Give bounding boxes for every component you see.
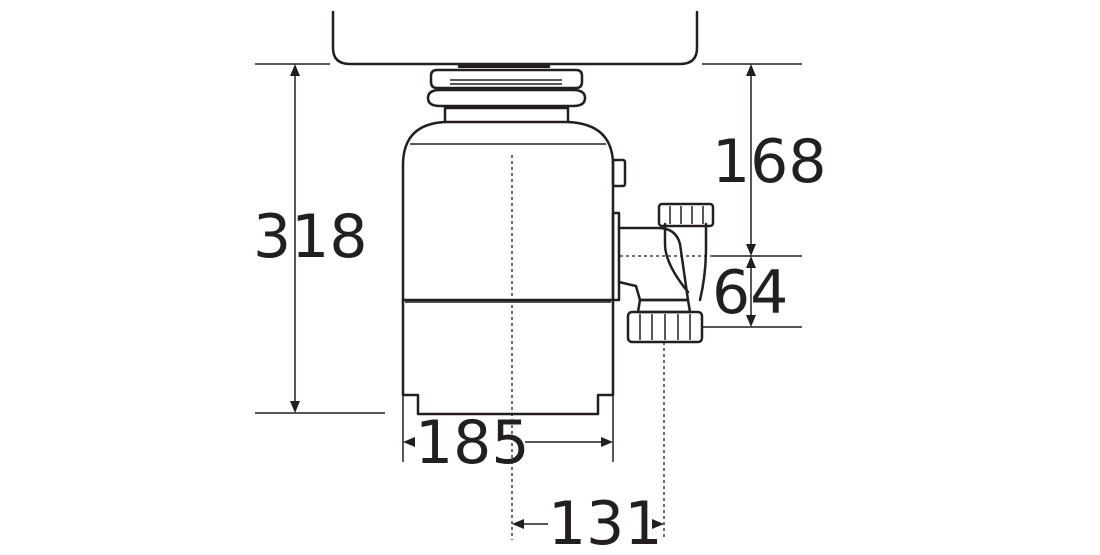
dim-center-to-outlet: 131 xyxy=(512,489,664,555)
dim-body-diameter: 185 xyxy=(403,408,613,478)
side-switch xyxy=(611,158,627,188)
outlet-stub xyxy=(611,211,621,302)
dim-inlet-to-outlet: 168 xyxy=(712,64,827,256)
dim-label-318: 318 xyxy=(253,202,368,272)
dim-label-168: 168 xyxy=(712,127,827,197)
sink-bowl xyxy=(331,10,699,66)
disposer-lower-body xyxy=(401,298,615,416)
disposer-upper-body xyxy=(401,120,615,302)
dim-label-131: 131 xyxy=(548,489,663,555)
dim-label-185: 185 xyxy=(415,408,530,478)
dim-outlet-offset: 64 xyxy=(712,256,788,328)
dim-overall-height: 318 xyxy=(253,64,368,413)
dim-label-64: 64 xyxy=(712,258,788,328)
outlet-trap xyxy=(617,202,715,344)
sink-drain-flange xyxy=(458,63,550,68)
mounting-collar xyxy=(426,68,587,124)
